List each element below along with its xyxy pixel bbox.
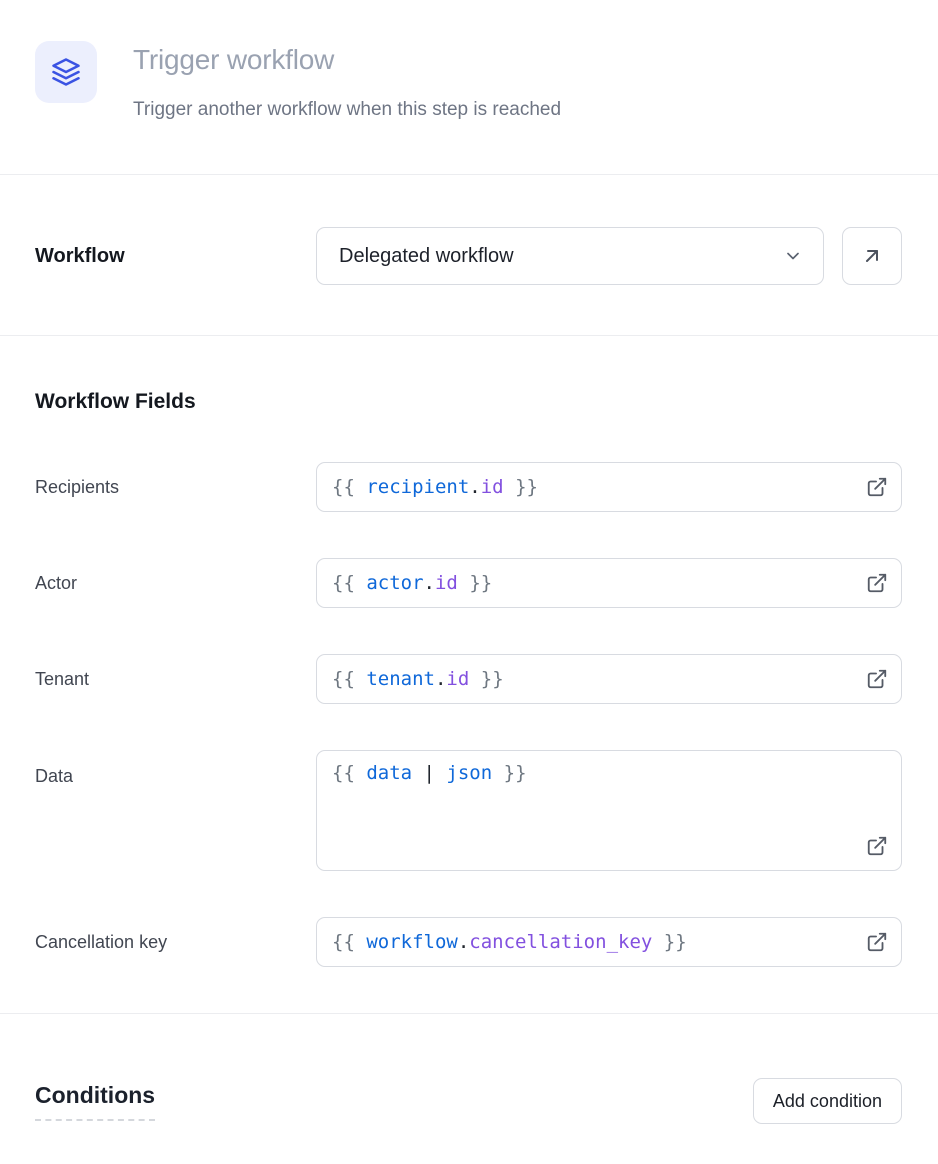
liquid-code: {{ workflow.cancellation_key }}: [332, 931, 687, 953]
workflow-label: Workflow: [35, 245, 316, 268]
open-workflow-button[interactable]: [842, 227, 902, 285]
workflow-select-value: Delegated workflow: [339, 245, 514, 268]
field-label-tenant: Tenant: [35, 669, 316, 690]
liquid-code: {{ recipient.id }}: [332, 476, 538, 498]
liquid-code: {{ data | json }}: [332, 762, 527, 784]
conditions-section: Conditions Add condition: [0, 1014, 938, 1124]
cancellation-key-input[interactable]: {{ workflow.cancellation_key }}: [316, 917, 902, 967]
liquid-code: {{ actor.id }}: [332, 572, 492, 594]
workflow-fields-section: Workflow Fields Recipients {{ recipient.…: [0, 336, 938, 1014]
field-label-cancellation-key: Cancellation key: [35, 932, 316, 953]
panel-header: Trigger workflow Trigger another workflo…: [0, 0, 938, 175]
actor-input[interactable]: {{ actor.id }}: [316, 558, 902, 608]
field-row-tenant: Tenant {{ tenant.id }}: [35, 654, 902, 704]
field-label-recipients: Recipients: [35, 477, 316, 498]
workflow-select-row: Workflow Delegated workflow: [0, 175, 938, 336]
arrow-up-right-icon: [860, 244, 884, 268]
page-subtitle: Trigger another workflow when this step …: [133, 98, 561, 122]
field-row-cancellation-key: Cancellation key {{ workflow.cancellatio…: [35, 917, 902, 967]
workflow-select[interactable]: Delegated workflow: [316, 227, 824, 285]
liquid-code: {{ tenant.id }}: [332, 668, 504, 690]
layers-icon: [51, 57, 81, 87]
step-icon-box: [35, 41, 97, 103]
external-link-icon[interactable]: [866, 835, 888, 857]
external-link-icon[interactable]: [866, 476, 888, 498]
field-label-data: Data: [35, 766, 316, 787]
external-link-icon[interactable]: [866, 668, 888, 690]
data-textarea[interactable]: {{ data | json }}: [316, 750, 902, 871]
page-title: Trigger workflow: [133, 43, 561, 77]
conditions-heading: Conditions: [35, 1082, 155, 1121]
workflow-fields-heading: Workflow Fields: [35, 390, 902, 414]
field-label-actor: Actor: [35, 573, 316, 594]
trigger-workflow-panel: Trigger workflow Trigger another workflo…: [0, 0, 938, 1124]
external-link-icon[interactable]: [866, 572, 888, 594]
recipients-input[interactable]: {{ recipient.id }}: [316, 462, 902, 512]
add-condition-button[interactable]: Add condition: [753, 1078, 902, 1124]
field-row-data: Data {{ data | json }}: [35, 750, 902, 871]
external-link-icon[interactable]: [866, 931, 888, 953]
chevron-down-icon: [783, 246, 803, 266]
header-text: Trigger workflow Trigger another workflo…: [133, 41, 561, 122]
field-row-actor: Actor {{ actor.id }}: [35, 558, 902, 608]
tenant-input[interactable]: {{ tenant.id }}: [316, 654, 902, 704]
field-row-recipients: Recipients {{ recipient.id }}: [35, 462, 902, 512]
